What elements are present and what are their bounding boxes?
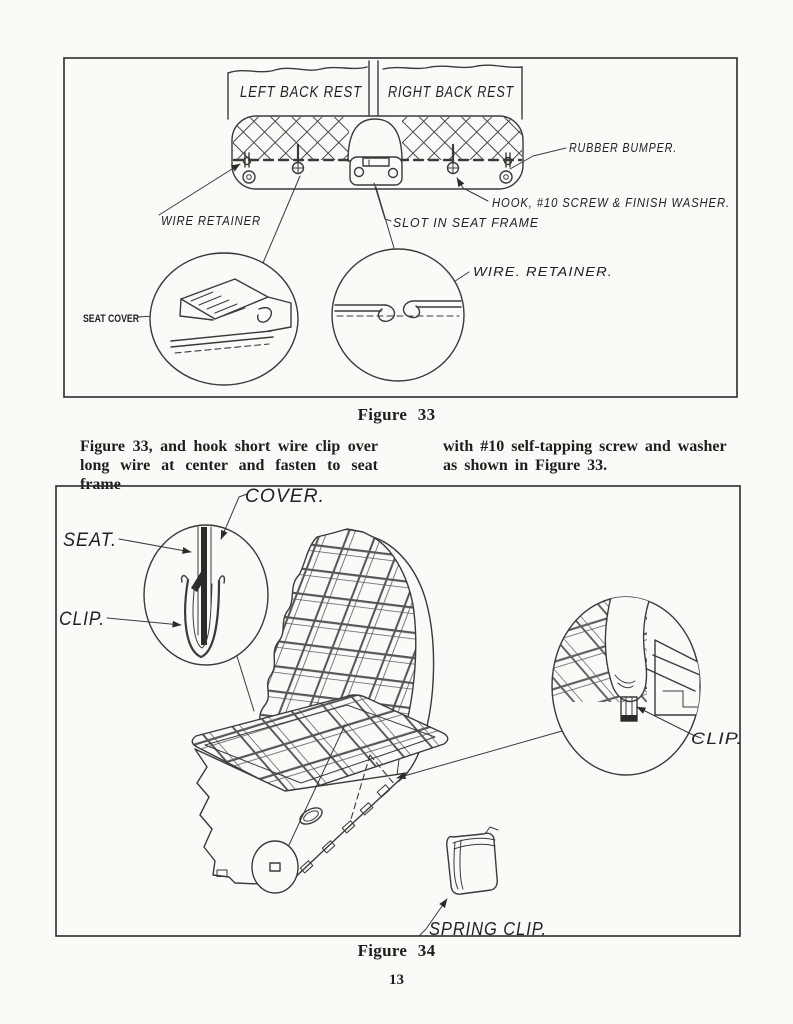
seat-assembly-drawing xyxy=(191,528,563,894)
label-slot-in-seat-frame: SLOT IN SEAT FRAME xyxy=(393,215,539,230)
seat-back-frame-drawing xyxy=(231,115,524,190)
label-clip-left: CLIP. xyxy=(59,609,105,630)
seat-cover-detail-circle xyxy=(149,252,299,386)
figure-33-illustration: LEFT BACK REST RIGHT BACK REST RUBBER BU… xyxy=(63,57,738,398)
label-seat: SEAT. xyxy=(63,530,117,551)
label-cover: COVER. xyxy=(245,486,325,507)
figure-34-caption: Figure 34 xyxy=(357,941,436,960)
label-clip-right: CLIP. xyxy=(691,729,741,748)
clip-section-detail-circle xyxy=(143,524,269,666)
label-right-back-rest: RIGHT BACK REST xyxy=(388,84,514,101)
body-text-left-column: Figure 33, and hook short wire clip over… xyxy=(80,438,378,494)
label-spring-clip: SPRING CLIP. xyxy=(429,919,547,937)
figure-33-leader-lines xyxy=(138,147,567,321)
spring-clip-drawing xyxy=(446,826,499,895)
label-wire-retainer-detail: WIRE. RETAINER. xyxy=(473,264,613,279)
wire-retainer-detail-circle xyxy=(331,248,465,382)
label-wire-retainer: WIRE RETAINER xyxy=(161,213,261,228)
label-rubber-bumper: RUBBER BUMPER. xyxy=(569,140,677,155)
thumb-clip-detail-circle xyxy=(551,596,701,776)
figure-34-leader-lines xyxy=(106,493,702,937)
label-seat-cover: SEAT COVER xyxy=(83,313,139,325)
back-panel-drawing xyxy=(227,60,523,154)
body-text-right-column: with #10 self-tapping screw and washer a… xyxy=(443,438,727,475)
page-number: 13 xyxy=(389,972,404,988)
figure-34-illustration: COVER. SEAT. CLIP. CLIP. SPRING CLIP. xyxy=(55,485,741,937)
figure-33-border xyxy=(63,57,738,398)
label-hook-screw-washer: HOOK, #10 SCREW & FINISH WASHER. xyxy=(492,195,730,210)
figure-34-border xyxy=(55,485,741,937)
figure-33-caption: Figure 33 xyxy=(357,405,436,424)
label-left-back-rest: LEFT BACK REST xyxy=(240,84,362,101)
